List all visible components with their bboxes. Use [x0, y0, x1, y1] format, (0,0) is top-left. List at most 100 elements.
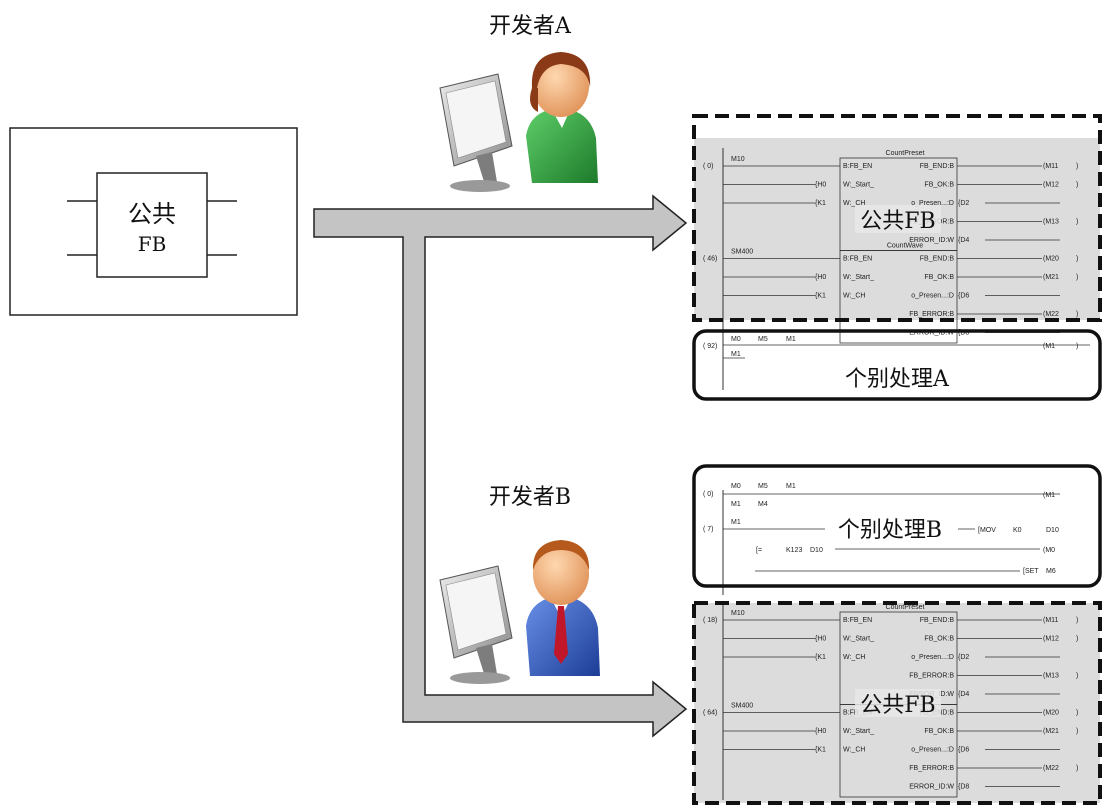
svg-text:K0: K0	[1013, 527, 1022, 534]
svg-text:M0: M0	[731, 336, 741, 343]
fb-input-pin: W:_CH	[843, 293, 865, 300]
developer-a-label: 开发者A	[489, 14, 572, 39]
coil-close: )	[1076, 256, 1078, 263]
svg-text:M1: M1	[731, 501, 741, 508]
fb-output-pin: FB_OK:B	[924, 636, 954, 643]
fb-output-pin: FB_OK:B	[924, 274, 954, 281]
contact-device: SM400	[731, 703, 753, 710]
contact-device: M10	[731, 156, 745, 163]
output-coil: (M22	[1043, 311, 1059, 318]
developer-b-icon	[439, 540, 600, 684]
output-device: {D4	[958, 691, 969, 698]
common-fb-region-b	[692, 601, 1102, 805]
individual-region-b-frame	[692, 464, 1102, 588]
fb-input-pin: W:_CH	[843, 200, 865, 207]
fb-output-pin: FB_OK:B	[924, 728, 954, 735]
fb-output-pin: FB_ERROR:B	[909, 311, 954, 318]
fb-block-label-line1: 公共	[128, 200, 176, 228]
contact-device: SM400	[731, 249, 753, 256]
output-coil: (M13	[1043, 673, 1059, 680]
const-input: {H0	[815, 182, 826, 189]
output-coil: (M22	[1043, 765, 1059, 772]
step-number: ( 46)	[703, 256, 717, 263]
coil-close: )	[1076, 710, 1078, 717]
svg-text:M1: M1	[731, 519, 741, 526]
common-fb-label-a: 公共FB	[860, 209, 935, 234]
const-input: {H0	[815, 274, 826, 281]
common-fb-label-bg-b	[855, 689, 941, 717]
distribution-arrows	[313, 194, 688, 738]
fb-output-pin: o_Presen...:D	[911, 200, 954, 207]
fb-instance-name: CountWave	[887, 243, 923, 250]
coil-close: )	[1076, 636, 1078, 643]
individual-label-a: 个别处理A	[845, 367, 950, 392]
svg-text:M1: M1	[786, 336, 796, 343]
output-device: {D4	[958, 237, 969, 244]
common-fb-region-a	[692, 114, 1102, 322]
const-input: {K1	[815, 293, 826, 300]
individual-processing-b: ( 0) M0 M5 M1 M1 M4 (M1 ( 7) M1 [MOV K0 …	[692, 464, 1102, 588]
arrow-to-developer-a	[313, 194, 688, 738]
output-coil: (M13	[1043, 219, 1059, 226]
coil-close: )	[1076, 728, 1078, 735]
svg-text:( 0): ( 0)	[703, 491, 714, 498]
coil-close: )	[1076, 163, 1078, 170]
output-coil: (M21	[1043, 728, 1059, 735]
output-coil: (M20	[1043, 256, 1059, 263]
fb-input-pin: W:_Start_	[843, 636, 874, 643]
svg-text:( 92): ( 92)	[703, 343, 717, 350]
fb-output-pin: FB_ERROR:B	[909, 673, 954, 680]
coil-close: )	[1076, 617, 1078, 624]
svg-text:M1: M1	[786, 483, 796, 490]
output-device: {D8	[958, 784, 969, 791]
coil-close: )	[1076, 182, 1078, 189]
svg-text:(M1: (M1	[1043, 492, 1055, 499]
fb-input-pin: B:FB_EN	[843, 163, 872, 170]
output-device: {D6	[958, 747, 969, 754]
svg-text:M0: M0	[731, 483, 741, 490]
svg-text:( 7): ( 7)	[703, 526, 714, 533]
svg-text:[MOV: [MOV	[978, 527, 996, 534]
output-device: {D2	[958, 200, 969, 207]
svg-text:M4: M4	[758, 501, 768, 508]
common-fb-block: 公共 FB	[9, 127, 298, 316]
fb-output-pin: o_Presen...:D	[911, 654, 954, 661]
contact-device: M10	[731, 610, 745, 617]
output-coil: (M11	[1043, 163, 1059, 170]
coil-close: )	[1076, 219, 1078, 226]
coil-close: )	[1076, 765, 1078, 772]
step-number: ( 18)	[703, 617, 717, 624]
fb-output-pin: FB_END:B	[920, 617, 955, 624]
fb-input-pin: W:_Start_	[843, 728, 874, 735]
step-number: ( 64)	[703, 710, 717, 717]
step-number: ( 0)	[703, 163, 714, 170]
output-coil: (M12	[1043, 182, 1059, 189]
svg-text:D10: D10	[1046, 527, 1059, 534]
svg-text:K123: K123	[786, 547, 802, 554]
fb-block-label-line2: FB	[138, 232, 167, 256]
individual-processing-a: ( 92) M0 M5 M1 M1 (M1 ) 个别处理A	[692, 329, 1102, 401]
fb-output-pin: o_Presen...:D	[911, 747, 954, 754]
output-coil: (M21	[1043, 274, 1059, 281]
fb-output-pin: ERROR_ID:W	[909, 330, 954, 337]
fb-symbol-box	[96, 172, 208, 278]
const-input: {H0	[815, 636, 826, 643]
const-input: {H0	[815, 728, 826, 735]
fb-input-pin: B:FB_EN	[843, 617, 872, 624]
coil-close: )	[1076, 673, 1078, 680]
fb-input-pin: W:_Start_	[843, 274, 874, 281]
output-coil: (M20	[1043, 710, 1059, 717]
fb-output-pin: o_Presen...:D	[911, 293, 954, 300]
common-fb-label-bg-a	[855, 205, 941, 233]
svg-text:(M1: (M1	[1043, 343, 1055, 350]
developer-b-label: 开发者B	[489, 485, 571, 510]
fb-input-pin: W:_CH	[843, 747, 865, 754]
svg-text:): )	[1076, 343, 1078, 350]
output-device: {D8	[958, 330, 969, 337]
common-fb-label-b: 公共FB	[860, 693, 935, 718]
fb-output-pin: ERROR_ID:W	[909, 784, 954, 791]
output-device: {D6	[958, 293, 969, 300]
fb-input-pin: W:_Start_	[843, 182, 874, 189]
output-coil: (M12	[1043, 636, 1059, 643]
